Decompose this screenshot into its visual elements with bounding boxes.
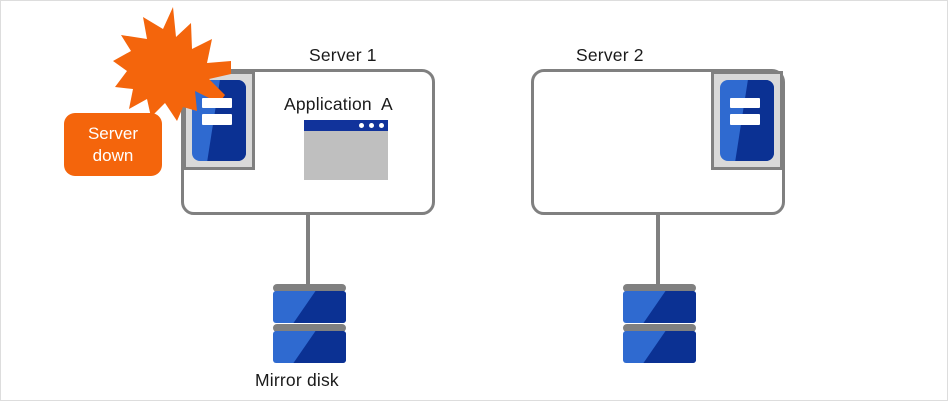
window-titlebar xyxy=(304,120,388,131)
application-a-label: Application A xyxy=(284,94,393,114)
mirror-disk-icon xyxy=(623,284,696,366)
mirror-disk-icon xyxy=(273,284,346,366)
server-1-label: Server 1 xyxy=(309,45,377,65)
mirror-disk-label: Mirror disk xyxy=(255,370,339,390)
server-down-line-1: Server xyxy=(87,123,139,143)
server-down-line-2: down xyxy=(92,145,134,165)
server-icon-bar-bottom xyxy=(729,114,760,125)
server-1-disk-connector xyxy=(306,214,310,286)
server-icon-bar-bottom xyxy=(201,114,232,125)
server-2-icon-cell xyxy=(711,71,783,170)
application-window-icon xyxy=(304,120,388,180)
disk-platter-1 xyxy=(623,291,696,323)
server-2-label: Server 2 xyxy=(576,45,644,65)
disk-platter-2 xyxy=(623,331,696,363)
window-dot-1 xyxy=(359,123,364,128)
server-icon xyxy=(720,80,774,161)
window-dot-3 xyxy=(379,123,384,128)
window-dot-2 xyxy=(369,123,374,128)
server-icon-bar-top xyxy=(201,97,232,109)
explosion-burst-icon xyxy=(113,7,231,121)
disk-cap-middle xyxy=(273,324,346,332)
server-down-badge: Server down xyxy=(64,113,162,176)
disk-cap-middle xyxy=(623,324,696,332)
disk-platter-1 xyxy=(273,291,346,323)
disk-cap-top xyxy=(273,284,346,292)
disk-platter-2 xyxy=(273,331,346,363)
server-2-disk-connector xyxy=(656,214,660,286)
server-icon-bar-top xyxy=(729,97,760,109)
disk-cap-top xyxy=(623,284,696,292)
